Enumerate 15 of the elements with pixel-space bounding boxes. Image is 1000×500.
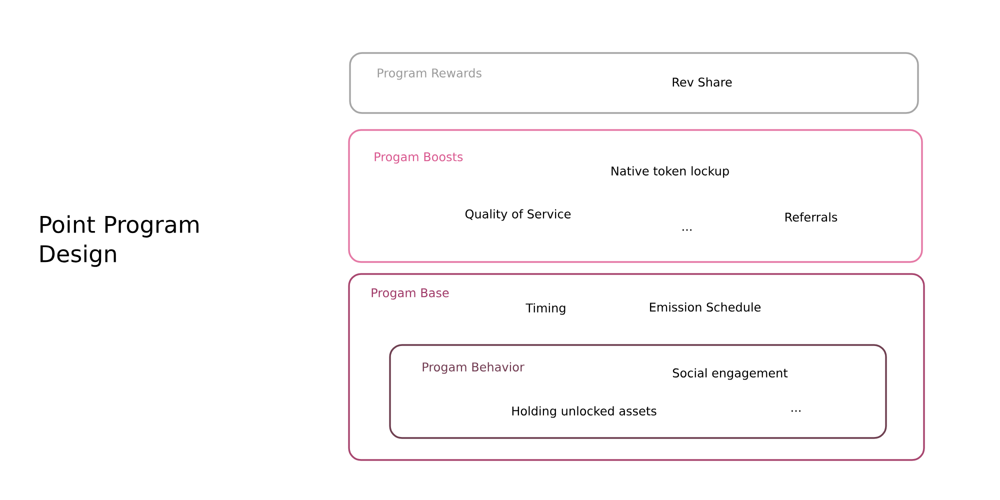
item-label: Social engagement (672, 368, 788, 380)
item-label: Emission Schedule (650, 302, 761, 312)
item-label: ... (792, 410, 800, 412)
box-heading: Progam Behavior (422, 362, 524, 374)
item-label: Native token lockup (612, 166, 729, 178)
item-label: Quality of Service (465, 209, 571, 221)
item-label: Referrals (785, 212, 838, 222)
box-heading: Progam Boosts (374, 152, 463, 164)
item-label: Rev Share (672, 77, 732, 87)
item-label: ... (682, 229, 692, 231)
item-label: Holding unlocked assets (512, 406, 656, 418)
item-label: Timing (526, 303, 566, 315)
box-heading: Program Rewards (378, 68, 482, 80)
box-heading: Progam Base (372, 288, 449, 300)
diagram-title: Point Program Design (40, 215, 198, 267)
